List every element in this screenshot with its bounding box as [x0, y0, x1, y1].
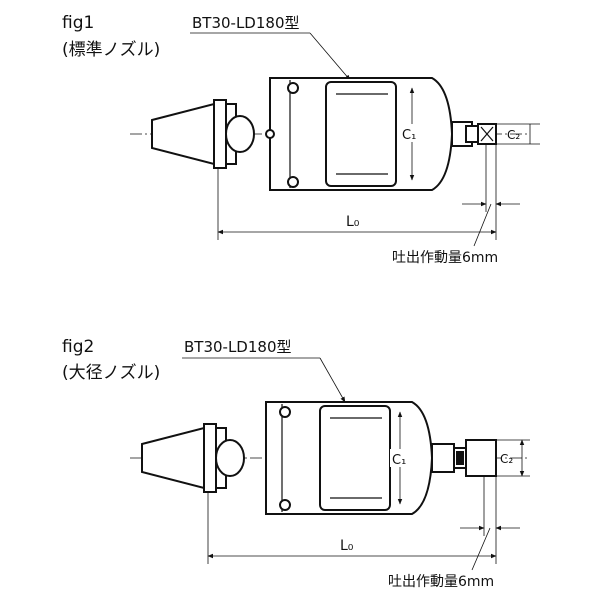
fig1-stroke-note: 吐出作動量6mm [392, 250, 498, 266]
fig1-taper-shank [151, 102, 215, 166]
fig1-screw-top [287, 82, 299, 94]
fig2-window-frame [319, 405, 391, 511]
fig1-stroke-leader [473, 203, 492, 247]
fig2-stroke-note: 吐出作動量6mm [388, 574, 494, 590]
fig2-c1-label: C₁ [392, 453, 406, 468]
fig2-screw-bottom [279, 499, 291, 511]
fig2-label: fig2 [62, 337, 94, 357]
fig1-side-hole [265, 129, 275, 139]
fig1-l0-label: L₀ [346, 214, 360, 230]
fig2-screw-top [279, 406, 291, 418]
fig1-model-leader [309, 32, 351, 81]
fig2-flange [203, 423, 217, 493]
fig2-c2-label: C₂ [500, 452, 513, 466]
fig2-c1-bg [390, 449, 412, 467]
fig2-subtitle: (大径ノズル) [62, 363, 160, 383]
fig1-c1-bg [400, 124, 422, 142]
fig1-collar [225, 115, 255, 153]
fig2-model-label: BT30-LD180型 [184, 338, 292, 356]
fig2-taper-shank [141, 426, 205, 490]
fig1-screw-bottom [287, 176, 299, 188]
fig1-model-label: BT30-LD180型 [192, 14, 300, 32]
fig1-nozzle-neck [465, 125, 479, 143]
fig1-nozzle-cross-b [480, 126, 494, 142]
fig2-nozzle-thread-fill [456, 451, 464, 465]
fig2-group: fig2 (大径ノズル) BT30-LD180型 C₁ C₂ [62, 337, 530, 590]
fig2-nozzle-holder [431, 443, 455, 473]
fig1-flange [213, 99, 227, 169]
fig2-nozzle-tip [465, 439, 497, 477]
fig1-c1-label: C₁ [402, 128, 416, 143]
fig1-subtitle: (標準ノズル) [62, 40, 160, 60]
fig1-c2-label: C₂ [507, 128, 520, 142]
fig1-window-frame [325, 81, 397, 187]
fig2-collar [215, 439, 245, 477]
fig2-l0-label: L₀ [340, 538, 354, 554]
fig1-group: fig1 (標準ノズル) BT30-LD180型 C₁ [62, 13, 540, 266]
fig2-model-leader [319, 357, 346, 403]
fig1-label: fig1 [62, 13, 94, 33]
fig2-stroke-leader [471, 527, 491, 571]
